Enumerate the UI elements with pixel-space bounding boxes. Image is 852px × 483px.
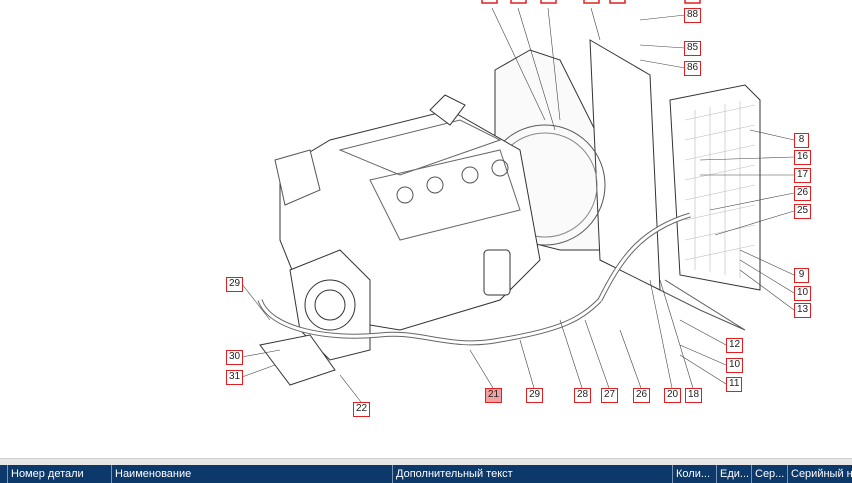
column-header-select[interactable] <box>0 465 8 483</box>
callout-9[interactable]: 9 <box>794 268 809 283</box>
column-header-quantity[interactable]: Коли... <box>673 465 717 483</box>
column-header-additional-text[interactable]: Дополнительный текст <box>393 465 673 483</box>
callout-10[interactable]: 10 <box>794 286 812 301</box>
column-header-series[interactable]: Сер... <box>752 465 788 483</box>
column-header-part-number[interactable]: Номер детали <box>8 465 112 483</box>
column-header-name[interactable]: Наименование <box>112 465 393 483</box>
callout-17[interactable]: 17 <box>794 168 812 183</box>
column-header-unit[interactable]: Еди... <box>717 465 752 483</box>
callout-27[interactable]: 27 <box>601 388 619 403</box>
callout-18[interactable]: 18 <box>685 388 703 403</box>
callout-21-selected[interactable]: 21 <box>485 388 503 403</box>
callout-31[interactable]: 31 <box>226 370 244 385</box>
callout-85[interactable]: 85 <box>684 41 702 56</box>
callout-13[interactable]: 13 <box>794 303 812 318</box>
engine-exploded-diagram <box>241 0 795 403</box>
callout-16[interactable]: 16 <box>794 150 812 165</box>
splitter[interactable] <box>0 458 852 466</box>
callout-86[interactable]: 86 <box>684 61 702 76</box>
callout-11[interactable]: 11 <box>726 377 743 392</box>
callout-26b[interactable]: 26 <box>633 388 651 403</box>
callout-10b[interactable]: 10 <box>726 358 744 373</box>
callout-29b[interactable]: 29 <box>526 388 544 403</box>
callout-29[interactable]: 29 <box>226 277 244 292</box>
callout-8[interactable]: 8 <box>794 133 809 148</box>
callout-26[interactable]: 26 <box>794 186 812 201</box>
callout-20[interactable]: 20 <box>664 388 682 403</box>
column-header-serial-number[interactable]: Серийный н <box>791 468 852 480</box>
callout-88[interactable]: 88 <box>684 8 702 23</box>
callout-25[interactable]: 25 <box>794 204 812 219</box>
callout-12[interactable]: 12 <box>726 338 744 353</box>
callout-30[interactable]: 30 <box>226 350 244 365</box>
callout-22[interactable]: 22 <box>353 402 371 417</box>
callout-28[interactable]: 28 <box>574 388 592 403</box>
parts-table-header: Номер детали Наименование Дополнительный… <box>0 465 852 483</box>
